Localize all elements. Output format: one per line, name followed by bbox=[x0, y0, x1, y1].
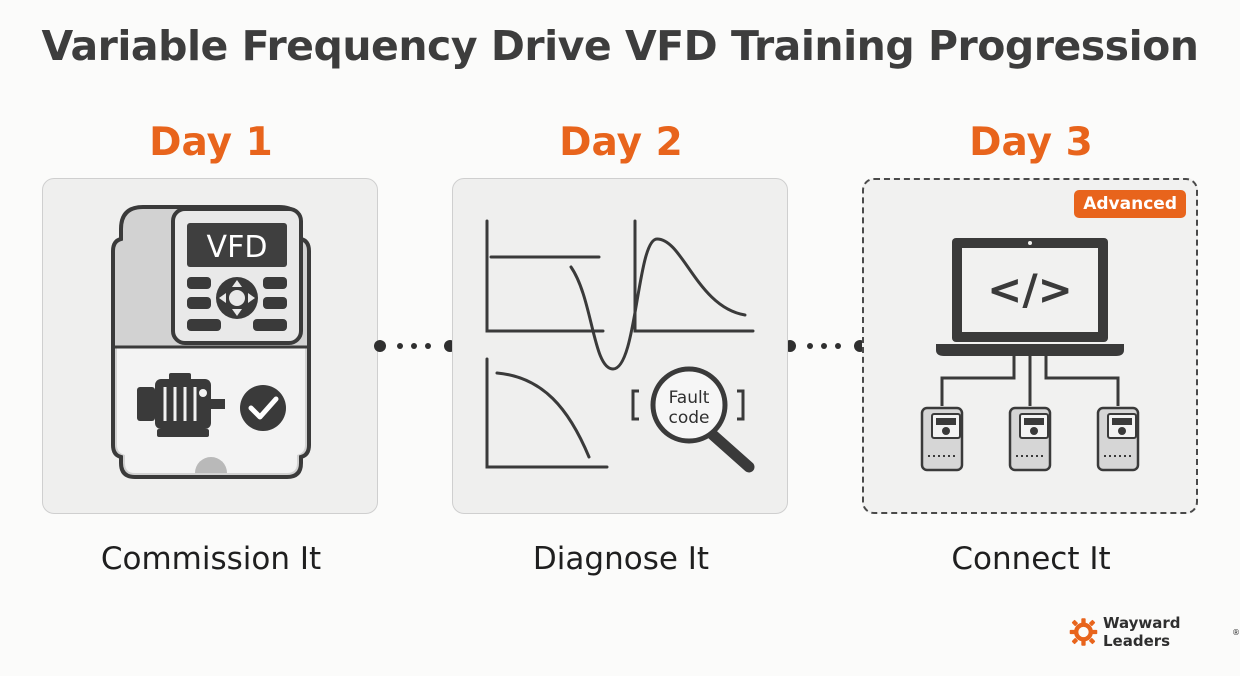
laptop-icon: </> bbox=[936, 238, 1124, 356]
connector-dots-2 bbox=[784, 340, 866, 352]
connector-dots-1 bbox=[374, 340, 456, 352]
logo-text: Wayward Leaders bbox=[1102, 614, 1181, 650]
check-circle-icon bbox=[240, 385, 286, 431]
brand-logo: Wayward Leaders ® bbox=[1068, 614, 1240, 650]
code-text: code bbox=[669, 408, 710, 428]
drive-icon-center bbox=[1008, 406, 1052, 472]
code-icon: </> bbox=[987, 265, 1073, 314]
drive-icon-left bbox=[920, 406, 964, 472]
page-title: Variable Frequency Drive VFD Training Pr… bbox=[41, 22, 1199, 70]
fault-code-magnifier-icon: Fault code bbox=[631, 366, 755, 473]
vfd-screen-text: VFD bbox=[207, 230, 268, 265]
network-diagram: </> bbox=[920, 238, 1140, 472]
day-2-label: Day 2 bbox=[559, 120, 683, 165]
advanced-badge: Advanced bbox=[1074, 190, 1186, 218]
motor-icon bbox=[137, 373, 225, 437]
day-3-label: Day 3 bbox=[969, 120, 1093, 165]
commission-panel: VFD bbox=[42, 178, 378, 514]
diagnose-panel: Fault code bbox=[452, 178, 788, 514]
connect-panel: Advanced </> bbox=[862, 178, 1198, 514]
vfd-drive-icon: VFD bbox=[111, 205, 311, 479]
fault-text: Fault bbox=[669, 388, 710, 408]
diagnose-caption: Diagnose It bbox=[532, 541, 710, 577]
connect-caption: Connect It bbox=[951, 541, 1111, 577]
waveform-graphs: Fault code bbox=[485, 219, 755, 473]
drive-icon-right bbox=[1096, 406, 1140, 472]
registered-mark: ® bbox=[1232, 627, 1240, 637]
gear-icon bbox=[1069, 618, 1098, 646]
commission-caption: Commission It bbox=[100, 541, 322, 577]
day-1-label: Day 1 bbox=[149, 120, 273, 165]
